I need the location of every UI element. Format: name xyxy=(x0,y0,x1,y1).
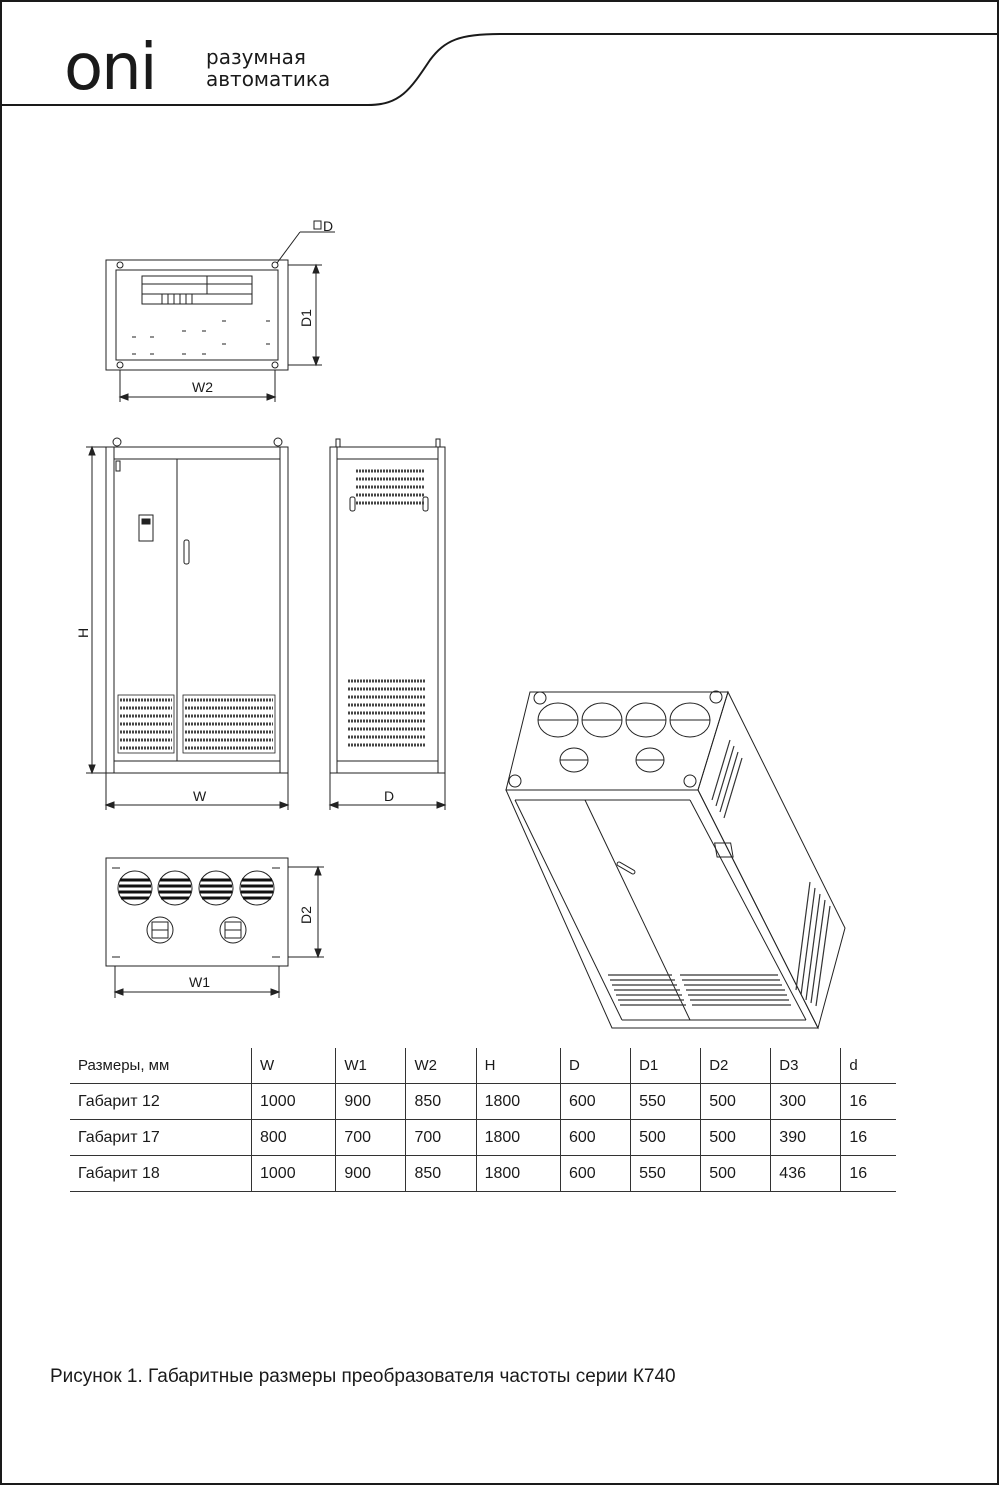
technical-drawings: D W2 D1 H W D W1 D2 xyxy=(75,218,846,1030)
table-header-cell: D3 xyxy=(770,1048,841,1084)
table-cell: Габарит 18 xyxy=(70,1155,252,1192)
bottom-view-drawing xyxy=(105,857,324,998)
top-view-drawing xyxy=(105,220,335,402)
table-header-cell: W2 xyxy=(405,1048,477,1084)
table-cell: 436 xyxy=(770,1155,841,1192)
table-cell: 850 xyxy=(405,1155,477,1192)
table-cell: 390 xyxy=(770,1119,841,1156)
table-cell: 1800 xyxy=(475,1155,561,1192)
table-header-row: Размеры, мм W W1 W2 H D D1 D2 D3 d xyxy=(70,1048,896,1084)
table-cell: 16 xyxy=(840,1155,896,1192)
table-cell: 500 xyxy=(700,1119,771,1156)
table-cell: 600 xyxy=(559,1119,631,1156)
table-header-cell: D2 xyxy=(700,1048,771,1084)
table-row: Габарит 17 800 700 700 1800 600 500 500 … xyxy=(70,1119,896,1156)
table-cell: 16 xyxy=(840,1119,896,1156)
table-header-cell: Размеры, мм xyxy=(70,1048,252,1084)
table-cell: 1000 xyxy=(250,1083,336,1120)
table-header-cell: d xyxy=(840,1048,896,1084)
table-header-cell: D xyxy=(559,1048,631,1084)
table-cell: 550 xyxy=(630,1155,701,1192)
table-cell: 600 xyxy=(559,1083,631,1120)
tagline-line-2: автоматика xyxy=(206,67,331,91)
table-row: Габарит 18 1000 900 850 1800 600 550 500… xyxy=(70,1155,896,1192)
dim-label-depth: D xyxy=(384,788,394,804)
dim-label-w: W xyxy=(193,788,207,804)
table-cell: 850 xyxy=(405,1083,477,1120)
table-cell: Габарит 17 xyxy=(70,1119,252,1156)
brand-tagline: разумная автоматика xyxy=(206,46,330,90)
dim-label-d2: D2 xyxy=(298,906,314,924)
table-cell: 500 xyxy=(700,1155,771,1192)
table-cell: 1800 xyxy=(475,1083,561,1120)
table-row: Габарит 12 1000 900 850 1800 600 550 500… xyxy=(70,1083,896,1120)
table-header-cell: W xyxy=(250,1048,336,1084)
table-cell: 800 xyxy=(250,1119,336,1156)
table-cell: 900 xyxy=(335,1083,406,1120)
table-cell: 550 xyxy=(630,1083,701,1120)
table-cell: 900 xyxy=(335,1155,406,1192)
side-view-drawing xyxy=(328,438,447,810)
front-view-drawing xyxy=(86,437,290,810)
dim-label-d-small: D xyxy=(323,218,333,234)
table-cell: 1800 xyxy=(475,1119,561,1156)
table-cell: 1000 xyxy=(250,1155,336,1192)
table-header-cell: W1 xyxy=(335,1048,406,1084)
figure-caption: Рисунок 1. Габаритные размеры преобразов… xyxy=(50,1366,676,1387)
table-header-cell: D1 xyxy=(630,1048,701,1084)
table-cell: 500 xyxy=(630,1119,701,1156)
dimensions-table: Размеры, мм W W1 W2 H D D1 D2 D3 d Габар… xyxy=(70,1048,896,1192)
table-cell: 700 xyxy=(405,1119,477,1156)
dim-label-h: H xyxy=(75,628,91,638)
brand-logo: oni xyxy=(64,31,157,105)
isometric-view-drawing xyxy=(505,690,846,1030)
table-header-cell: H xyxy=(475,1048,561,1084)
dim-label-d1: D1 xyxy=(298,309,314,327)
table-cell: 600 xyxy=(559,1155,631,1192)
dim-label-w1: W1 xyxy=(189,974,210,990)
table-cell: 700 xyxy=(335,1119,406,1156)
dim-label-w2: W2 xyxy=(192,379,213,395)
table-cell: 300 xyxy=(770,1083,841,1120)
table-cell: 500 xyxy=(700,1083,771,1120)
table-cell: 16 xyxy=(840,1083,896,1120)
table-cell: Габарит 12 xyxy=(70,1083,252,1120)
tagline-line-1: разумная xyxy=(206,45,306,69)
